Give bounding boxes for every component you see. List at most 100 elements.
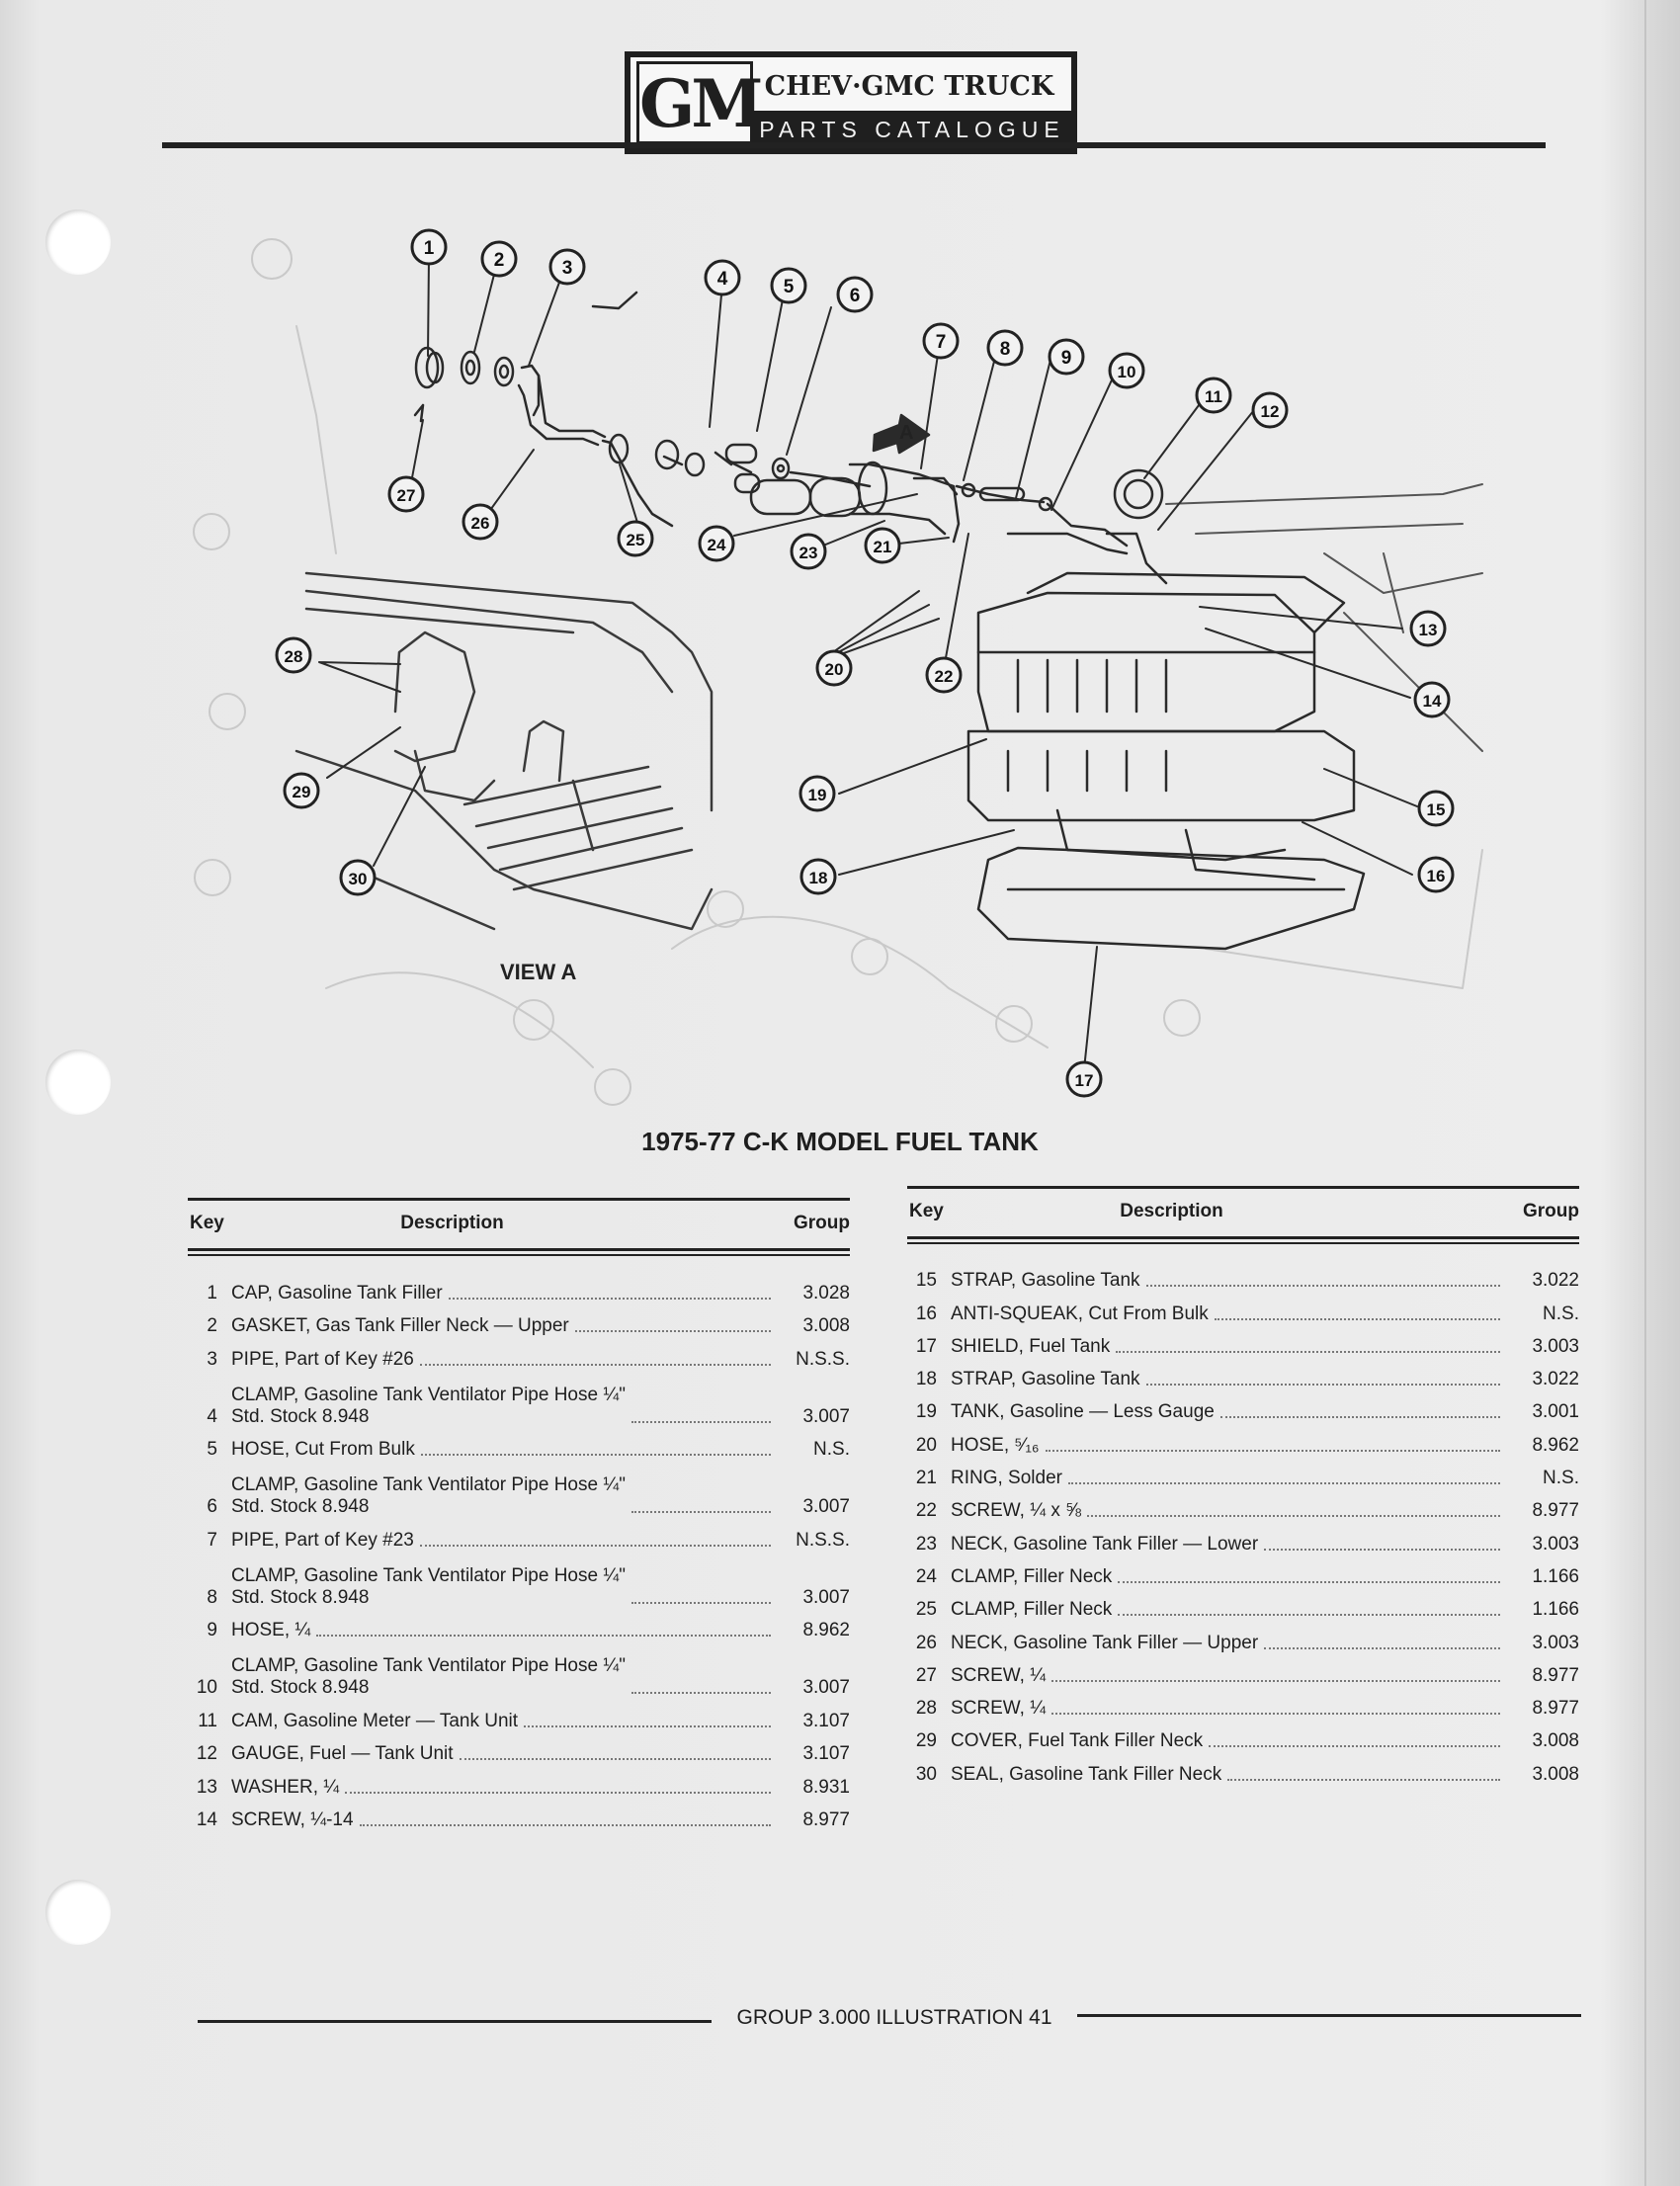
row-group: N.S. <box>1543 1303 1579 1324</box>
row-group: 8.962 <box>1532 1434 1579 1456</box>
row-key: 11 <box>198 1710 217 1731</box>
row-group: 8.962 <box>802 1620 850 1640</box>
vent-hoses <box>955 482 1129 555</box>
callout-circle <box>283 772 320 809</box>
callout-circle <box>410 228 448 266</box>
row-key: 26 <box>915 1632 937 1653</box>
row-description-cell: NECK, Gasoline Tank Filler — Upper <box>951 1633 1506 1654</box>
row-description: HOSE, Cut From Bulk <box>231 1439 415 1460</box>
callout-circle <box>770 267 807 304</box>
row-description-cell: HOSE, Cut From Bulk <box>231 1439 777 1461</box>
row-key: 17 <box>915 1335 937 1357</box>
row-description: CLAMP, Filler Neck <box>951 1565 1113 1587</box>
key-header: Key <box>909 1201 944 1221</box>
row-description: TANK, Gasoline — Less Gauge <box>951 1401 1215 1423</box>
gm-logo: GM <box>636 61 763 144</box>
catalogue-line: PARTS CATALOGUE <box>753 111 1071 148</box>
callout-circle <box>1108 352 1145 389</box>
row-description: STRAP, Gasoline Tank <box>951 1369 1140 1390</box>
header-rule <box>162 142 1546 148</box>
callout-number: 25 <box>627 531 645 549</box>
row-key: 29 <box>915 1730 937 1752</box>
row-description: CAP, Gasoline Tank Filler <box>231 1282 443 1303</box>
dot-leader <box>316 1635 771 1637</box>
dot-leader <box>524 1724 771 1727</box>
callout-24: 24 <box>698 525 735 562</box>
dot-leader <box>359 1824 771 1826</box>
callout-circle <box>462 503 499 541</box>
table-row: 24 CLAMP, Filler Neck 1.166 <box>907 1555 1579 1588</box>
row-key: 24 <box>915 1565 937 1587</box>
row-description-cell: ANTI-SQUEAK, Cut From Bulk <box>951 1303 1506 1325</box>
row-key: 14 <box>196 1809 217 1830</box>
callout-number: 14 <box>1423 692 1442 711</box>
dot-leader <box>1118 1614 1500 1617</box>
row-key: 28 <box>915 1698 937 1720</box>
callout-6: 6 <box>836 276 874 313</box>
callout-23: 23 <box>790 533 827 570</box>
callout-number: 13 <box>1419 621 1438 639</box>
callout-circle <box>922 322 960 360</box>
row-description: CAM, Gasoline Meter — Tank Unit <box>231 1710 519 1731</box>
row-group: N.S.S. <box>796 1348 850 1370</box>
row-description-cell: CLAMP, Filler Neck <box>951 1566 1506 1588</box>
row-description-cell: HOSE, ⁵⁄₁₆ <box>951 1435 1506 1457</box>
callout-number: 26 <box>471 514 490 533</box>
callout-number: 11 <box>1205 387 1222 406</box>
callout-3: 3 <box>548 248 586 286</box>
callout-circle <box>1048 338 1085 376</box>
fuel-tank-diagram: 1234567891011121314151617181920212223242… <box>193 228 1483 1106</box>
callout-16: 16 <box>1417 856 1455 893</box>
row-description: HOSE, ⁵⁄₁₆ <box>951 1434 1040 1456</box>
row-description: CLAMP, Gasoline Tank Ventilator Pipe Hos… <box>231 1384 626 1427</box>
dot-leader <box>1227 1778 1500 1781</box>
row-group: 8.977 <box>1532 1500 1579 1522</box>
row-key: 4 <box>207 1405 217 1427</box>
table-header: Key Description Group <box>188 1198 850 1256</box>
row-description-cell: TANK, Gasoline — Less Gauge <box>951 1401 1506 1423</box>
callout-27: 27 <box>387 475 425 513</box>
dot-leader <box>1264 1548 1500 1551</box>
callout-22: 22 <box>925 656 963 694</box>
callout-number: 2 <box>494 250 505 271</box>
callout-circle <box>1195 377 1232 414</box>
dot-leader <box>448 1297 771 1300</box>
dot-leader <box>1264 1646 1500 1649</box>
row-description-cell: CAP, Gasoline Tank Filler <box>231 1283 777 1304</box>
dot-leader <box>419 1544 771 1547</box>
callout-number: 20 <box>825 660 844 679</box>
row-key: 2 <box>207 1315 217 1336</box>
callout-number: 15 <box>1427 800 1446 819</box>
callout-circle <box>480 240 518 278</box>
row-group: 1.166 <box>1532 1565 1579 1587</box>
callout-8: 8 <box>986 329 1024 367</box>
row-description-cell: CLAMP, Gasoline Tank Ventilator Pipe Hos… <box>231 1565 777 1609</box>
callout-circle <box>864 527 901 564</box>
footer-rule-left <box>198 2020 712 2023</box>
callout-circle <box>704 259 741 296</box>
group-header: Group <box>794 1213 850 1233</box>
callout-number: 16 <box>1427 867 1446 885</box>
row-description-cell: CLAMP, Gasoline Tank Ventilator Pipe Hos… <box>231 1385 777 1428</box>
dot-leader <box>1086 1515 1500 1518</box>
row-description: CLAMP, Gasoline Tank Ventilator Pipe Hos… <box>231 1655 626 1698</box>
callout-number: 23 <box>799 544 818 562</box>
callout-circle <box>1417 790 1455 827</box>
row-description: SCREW, ¼ <box>951 1698 1047 1720</box>
filler-assembly <box>413 291 961 544</box>
row-group: 3.001 <box>1532 1401 1579 1423</box>
callout-17: 17 <box>1065 1060 1103 1098</box>
callout-number: 22 <box>935 667 954 686</box>
callout-circle <box>1417 856 1455 893</box>
row-key: 19 <box>915 1401 937 1423</box>
row-group: 8.977 <box>1532 1698 1579 1720</box>
row-description: STRAP, Gasoline Tank <box>951 1270 1140 1292</box>
callout-number: 4 <box>717 269 728 290</box>
